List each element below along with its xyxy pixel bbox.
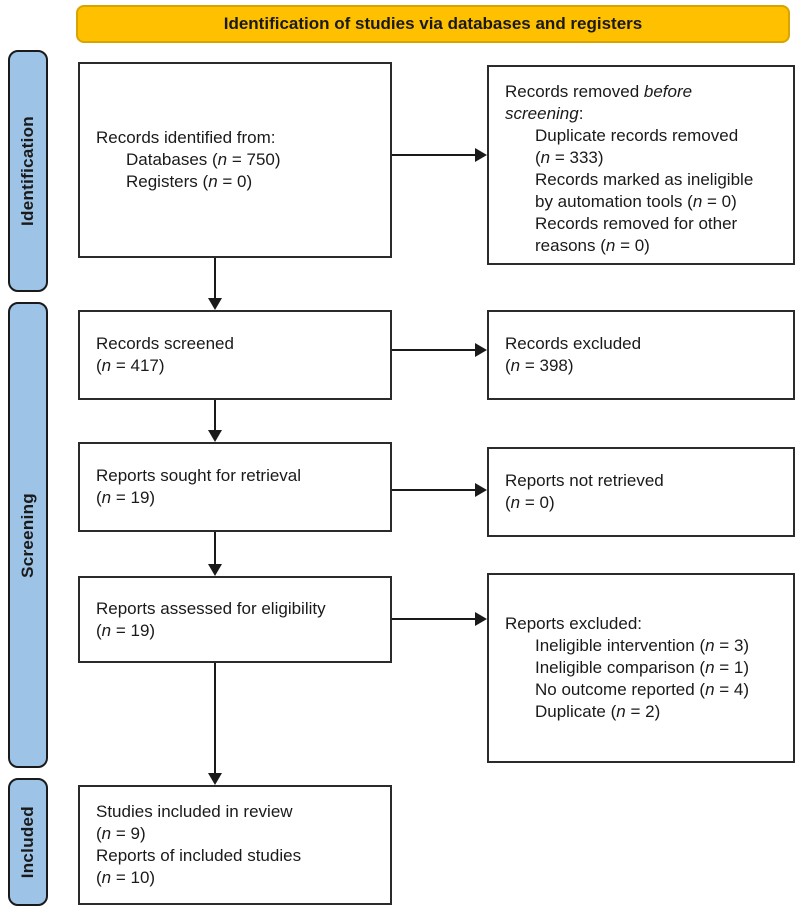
box-line: Reports assessed for eligibility	[96, 598, 326, 618]
arrowhead-right-icon	[475, 612, 487, 626]
box-line: (n = 333)	[535, 148, 604, 167]
arrow-shaft	[214, 663, 216, 774]
arrow-sought-to-not-retrieved	[392, 483, 487, 497]
arrow-shaft	[392, 489, 476, 491]
box-line: Databases (n = 750)	[126, 150, 281, 169]
box-line: Reports excluded:	[505, 614, 643, 633]
arrow-shaft	[214, 532, 216, 565]
box-line: Records marked as ineligible	[535, 170, 754, 189]
box-line: Ineligible intervention (n = 3)	[535, 636, 750, 655]
arrow-shaft	[214, 258, 216, 299]
box-line: Records removed before	[505, 82, 693, 101]
box-reports-not-retrieved: Reports not retrieved (n = 0)	[487, 447, 795, 537]
stage-label-screening: Screening	[8, 302, 48, 768]
box-line: Duplicate records removed	[535, 126, 739, 145]
stage-label-included: Included	[8, 778, 48, 906]
arrow-screened-to-excluded	[392, 343, 487, 357]
box-line: Reports not retrieved	[505, 471, 664, 490]
box-reports-excluded: Reports excluded: Ineligible intervention…	[487, 573, 795, 763]
box-line: (n = 19)	[96, 620, 156, 640]
arrowhead-right-icon	[475, 483, 487, 497]
arrow-identified-to-removed	[392, 148, 487, 162]
arrowhead-down-icon	[208, 430, 222, 442]
box-line: Duplicate (n = 2)	[535, 702, 661, 721]
arrowhead-right-icon	[475, 148, 487, 162]
banner: Identification of studies via databases …	[76, 5, 790, 43]
arrow-shaft	[214, 400, 216, 431]
box-line: Records removed for other	[535, 214, 738, 233]
box-line: (n = 398)	[505, 356, 574, 375]
box-line: by automation tools (n = 0)	[535, 192, 737, 211]
box-line: reasons (n = 0)	[535, 236, 650, 255]
box-reports-assessed: Reports assessed for eligibility(n = 19)	[78, 576, 392, 663]
box-line: Ineligible comparison (n = 1)	[535, 658, 750, 677]
arrow-shaft	[392, 349, 476, 351]
box-records-screened: Records screened (n = 417)	[78, 310, 392, 400]
arrow-shaft	[392, 618, 476, 620]
arrow-sought-to-assessed	[208, 532, 222, 577]
box-line: screening:	[505, 104, 584, 123]
arrow-identified-to-screened	[208, 258, 222, 311]
box-records-excluded: Records excluded (n = 398)	[487, 310, 795, 400]
box-reports-sought: Reports sought for retrieval (n = 19)	[78, 442, 392, 532]
box-studies-included: Studies included in review (n = 9) Reports…	[78, 785, 392, 905]
box-line: (n = 9)	[96, 824, 146, 843]
box-line: (n = 417)	[96, 356, 165, 375]
arrowhead-down-icon	[208, 773, 222, 785]
box-line: Reports of included studies	[96, 846, 302, 865]
box-records-identified: Records identified from: Databases (n = 7…	[78, 62, 392, 258]
box-line: (n = 19)	[96, 488, 156, 507]
arrowhead-down-icon	[208, 298, 222, 310]
box-records-removed-before-screening: Records removed before screening: Duplicat…	[487, 65, 795, 265]
stage-label-text: Screening	[18, 492, 37, 578]
box-line: Records identified from:	[96, 128, 276, 147]
arrowhead-down-icon	[208, 564, 222, 576]
stage-label-text: Included	[18, 805, 37, 879]
box-line: (n = 0)	[505, 493, 555, 512]
banner-title: Identification of studies via databases …	[223, 14, 643, 33]
box-line: Reports sought for retrieval	[96, 466, 302, 485]
box-line: Records screened	[96, 334, 234, 353]
box-line: Registers (n = 0)	[126, 172, 253, 191]
box-line: Studies included in review	[96, 802, 293, 821]
arrow-assessed-to-included	[208, 663, 222, 786]
arrow-assessed-to-reports-excluded	[392, 612, 487, 626]
arrow-shaft	[392, 154, 476, 156]
box-line: Records excluded	[505, 334, 642, 353]
arrowhead-right-icon	[475, 343, 487, 357]
stage-label-identification: Identification	[8, 50, 48, 292]
box-line: (n = 10)	[96, 868, 156, 887]
arrow-screened-to-sought	[208, 400, 222, 443]
stage-label-text: Identification	[18, 116, 37, 226]
box-line: No outcome reported (n = 4)	[535, 680, 750, 699]
